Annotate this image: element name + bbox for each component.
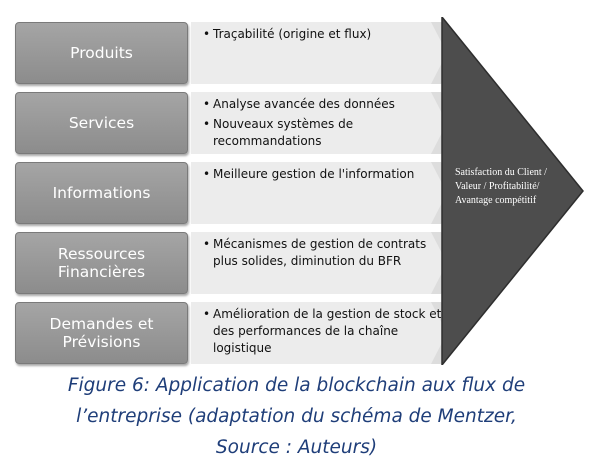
flow-bullet-list: Traçabilité (origine et flux)	[203, 26, 443, 46]
flow-bullet-list: Amélioration de la gestion de stock et d…	[203, 306, 443, 360]
flow-bullet: Nouveaux systèmes de recommandations	[203, 116, 443, 150]
flow-bullet: Amélioration de la gestion de stock et d…	[203, 306, 443, 357]
flow-bullet: Analyse avancée des données	[203, 96, 443, 113]
caption-line: l’entreprise (adaptation du schéma de Me…	[76, 406, 517, 427]
flow-label-box: Demandes et Prévisions	[15, 302, 188, 364]
flow-bullet-list: Meilleure gestion de l'information	[203, 166, 443, 186]
result-line: Avantage compétitif	[455, 195, 537, 206]
caption-line: Source : Auteurs)	[215, 437, 378, 458]
flow-label-box: Services	[15, 92, 188, 154]
flow-bullet: Traçabilité (origine et flux)	[203, 26, 443, 43]
result-line: Valeur / Profitabilité/	[455, 181, 540, 192]
flow-bullet-list: Analyse avancée des données Nouveaux sys…	[203, 96, 443, 153]
flow-bullet: Mécanismes de gestion de contrats plus s…	[203, 236, 443, 270]
flow-label-box: Informations	[15, 162, 188, 224]
result-text: Satisfaction du Client / Valeur / Profit…	[455, 166, 565, 208]
result-triangle-shape	[441, 17, 584, 365]
flow-bullet: Meilleure gestion de l'information	[203, 166, 443, 183]
result-line: Satisfaction du Client /	[455, 167, 547, 178]
figure-caption: Figure 6: Application de la blockchain a…	[0, 370, 593, 463]
flow-label-box: Produits	[15, 22, 188, 84]
flow-bullet-list: Mécanismes de gestion de contrats plus s…	[203, 236, 443, 273]
flow-label-box: Ressources Financières	[15, 232, 188, 294]
caption-line: Figure 6: Application de la blockchain a…	[67, 375, 526, 396]
